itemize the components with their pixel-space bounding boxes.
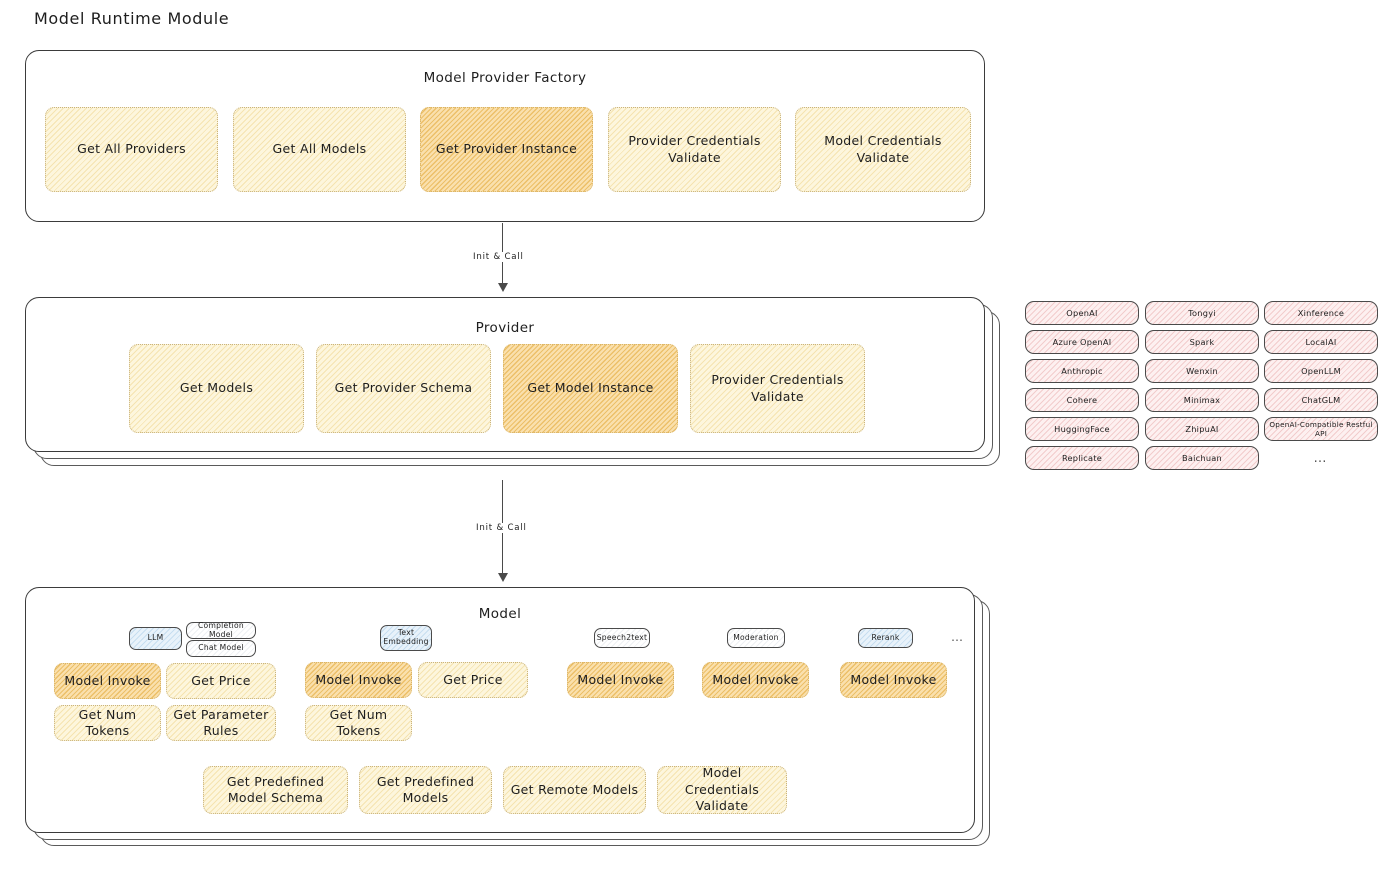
page-title: Model Runtime Module: [34, 9, 230, 28]
node-llm-get-num-tokens[interactable]: Get Num Tokens: [54, 705, 161, 741]
node-get-models[interactable]: Get Models: [129, 344, 304, 433]
provider-chip-anthropic[interactable]: Anthropic: [1025, 359, 1139, 383]
provider-chip-more-ellipsis: …: [1313, 450, 1329, 466]
provider-chip-cohere[interactable]: Cohere: [1025, 388, 1139, 412]
node-text-embedding-get-price[interactable]: Get Price: [418, 662, 528, 698]
provider-chip-azure-openai[interactable]: Azure OpenAI: [1025, 330, 1139, 354]
model-type-ellipsis: …: [951, 630, 965, 644]
provider-chip-spark[interactable]: Spark: [1145, 330, 1259, 354]
node-speech2text-model-invoke[interactable]: Model Invoke: [567, 662, 674, 698]
node-get-predefined-model-schema[interactable]: Get Predefined Model Schema: [203, 766, 348, 814]
provider-chip-localai[interactable]: LocalAI: [1264, 330, 1378, 354]
model-type-moderation[interactable]: Moderation: [727, 628, 785, 648]
node-get-all-models[interactable]: Get All Models: [233, 107, 406, 192]
node-moderation-model-invoke[interactable]: Model Invoke: [702, 662, 809, 698]
node-provider-credentials-validate[interactable]: Provider Credentials Validate: [690, 344, 865, 433]
arrow-factory-to-provider-head: [498, 283, 508, 292]
node-text-embedding-model-invoke[interactable]: Model Invoke: [305, 662, 412, 698]
provider-chip-minimax[interactable]: Minimax: [1145, 388, 1259, 412]
node-get-predefined-models[interactable]: Get Predefined Models: [359, 766, 492, 814]
model-type-llm-sublabel-chat-model[interactable]: Chat Model: [186, 640, 256, 657]
provider-chip-chatglm[interactable]: ChatGLM: [1264, 388, 1378, 412]
provider-chip-baichuan[interactable]: Baichuan: [1145, 446, 1259, 470]
arrow-provider-to-model-label: Init & Call: [473, 523, 530, 533]
arrow-factory-to-provider-label: Init & Call: [470, 252, 527, 262]
node-get-model-instance[interactable]: Get Model Instance: [503, 344, 678, 433]
model-title: Model: [478, 606, 522, 622]
node-text-embedding-get-num-tokens[interactable]: Get Num Tokens: [305, 705, 412, 741]
provider-title: Provider: [475, 320, 535, 336]
provider-chip-zhipuai[interactable]: ZhipuAI: [1145, 417, 1259, 441]
node-get-all-providers[interactable]: Get All Providers: [45, 107, 218, 192]
provider-chip-openai[interactable]: OpenAI: [1025, 301, 1139, 325]
model-type-llm-sublabel-completion-model[interactable]: Completion Model: [186, 621, 256, 639]
provider-chip-openai-compatible-restful-api[interactable]: OpenAI-Compatible Restful API: [1264, 417, 1378, 441]
node-model-credentials-validate-model[interactable]: Model Credentials Validate: [657, 765, 787, 814]
model-type-text-embedding[interactable]: Text Embedding: [380, 625, 432, 651]
node-model-credentials-validate-factory[interactable]: Model Credentials Validate: [795, 107, 971, 192]
node-llm-get-parameter-rules[interactable]: Get Parameter Rules: [166, 705, 276, 741]
node-llm-model-invoke[interactable]: Model Invoke: [54, 663, 161, 699]
model-type-llm[interactable]: LLM: [129, 627, 182, 650]
provider-chip-openllm[interactable]: OpenLLM: [1264, 359, 1378, 383]
model-type-rerank[interactable]: Rerank: [858, 628, 913, 648]
provider-chip-huggingface[interactable]: HuggingFace: [1025, 417, 1139, 441]
node-get-provider-instance[interactable]: Get Provider Instance: [420, 107, 593, 192]
node-get-provider-schema[interactable]: Get Provider Schema: [316, 344, 491, 433]
provider-chip-xinference[interactable]: Xinference: [1264, 301, 1378, 325]
arrow-provider-to-model-head: [498, 573, 508, 582]
node-llm-get-price[interactable]: Get Price: [166, 663, 276, 699]
node-rerank-model-invoke[interactable]: Model Invoke: [840, 662, 947, 698]
provider-chip-wenxin[interactable]: Wenxin: [1145, 359, 1259, 383]
node-provider-credentials-validate-factory[interactable]: Provider Credentials Validate: [608, 107, 781, 192]
model-type-speech2text[interactable]: Speech2text: [594, 628, 650, 648]
provider-chip-replicate[interactable]: Replicate: [1025, 446, 1139, 470]
node-get-remote-models[interactable]: Get Remote Models: [503, 766, 646, 814]
model-provider-factory-title: Model Provider Factory: [423, 70, 587, 86]
provider-chip-tongyi[interactable]: Tongyi: [1145, 301, 1259, 325]
